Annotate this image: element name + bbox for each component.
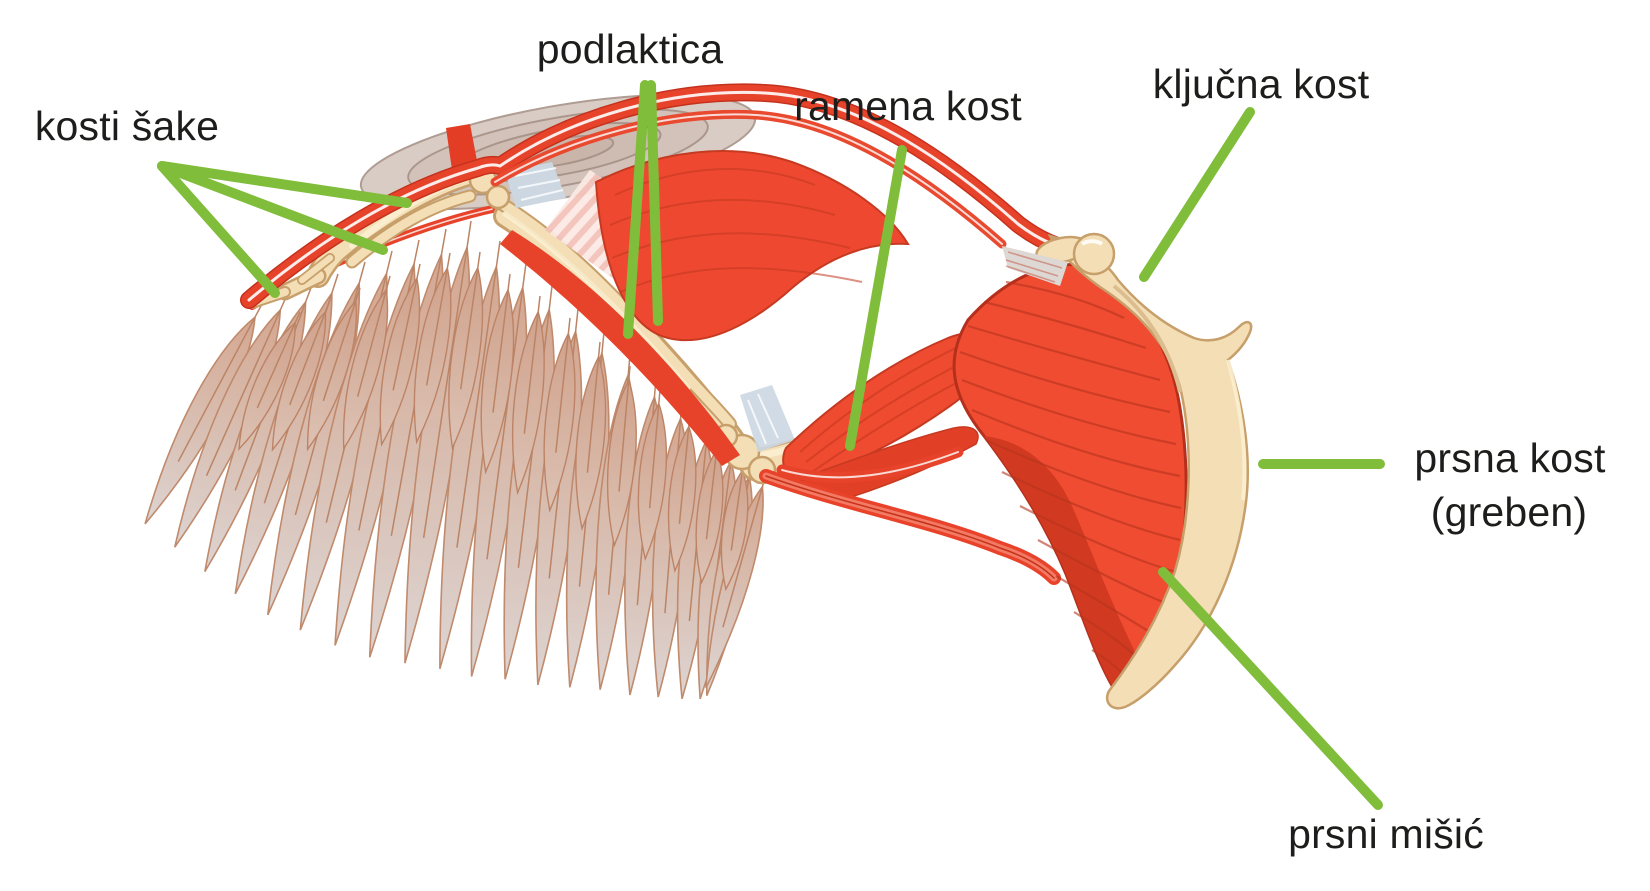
wrist-muscle-fan: [446, 124, 478, 170]
clavicle-bone: [1035, 232, 1116, 276]
label-ramena-kost: ramena kost: [794, 83, 1022, 129]
leader-kosti-sake-3: [157, 161, 280, 298]
wrist-tendon-fan: [505, 162, 566, 208]
label-kosti-sake: kosti šake: [34, 103, 220, 149]
label-podlaktica: podlaktica: [536, 26, 724, 72]
sternum-keel-bone: [1047, 234, 1253, 710]
clavicle-tendon-fan: [1002, 246, 1068, 286]
label-kljucna-kost: ključna kost: [1152, 61, 1370, 107]
annotation-leader-lines: [157, 80, 1385, 810]
elbow-tendon-fan: [740, 385, 795, 452]
leader-podlaktica-2: [646, 80, 663, 326]
leader-podlaktica-1: [623, 80, 650, 339]
forearm-muscle-strip: [500, 230, 740, 466]
patagium-muscle-mass: [594, 150, 910, 342]
leader-ramena-kost: [845, 145, 907, 451]
leader-prsni-misic: [1158, 567, 1383, 810]
leader-kosti-sake-1: [157, 161, 412, 208]
leader-kosti-sake-2: [157, 161, 388, 255]
label-prsna-kost: prsna kost: [1414, 435, 1606, 481]
label-prsna-kost-greben: (greben): [1430, 489, 1588, 535]
label-prsni-misic: prsni mišić: [1288, 811, 1484, 857]
shoulder-elbow-tendons: [759, 446, 1061, 585]
leader-kljucna-kost: [1139, 107, 1255, 282]
